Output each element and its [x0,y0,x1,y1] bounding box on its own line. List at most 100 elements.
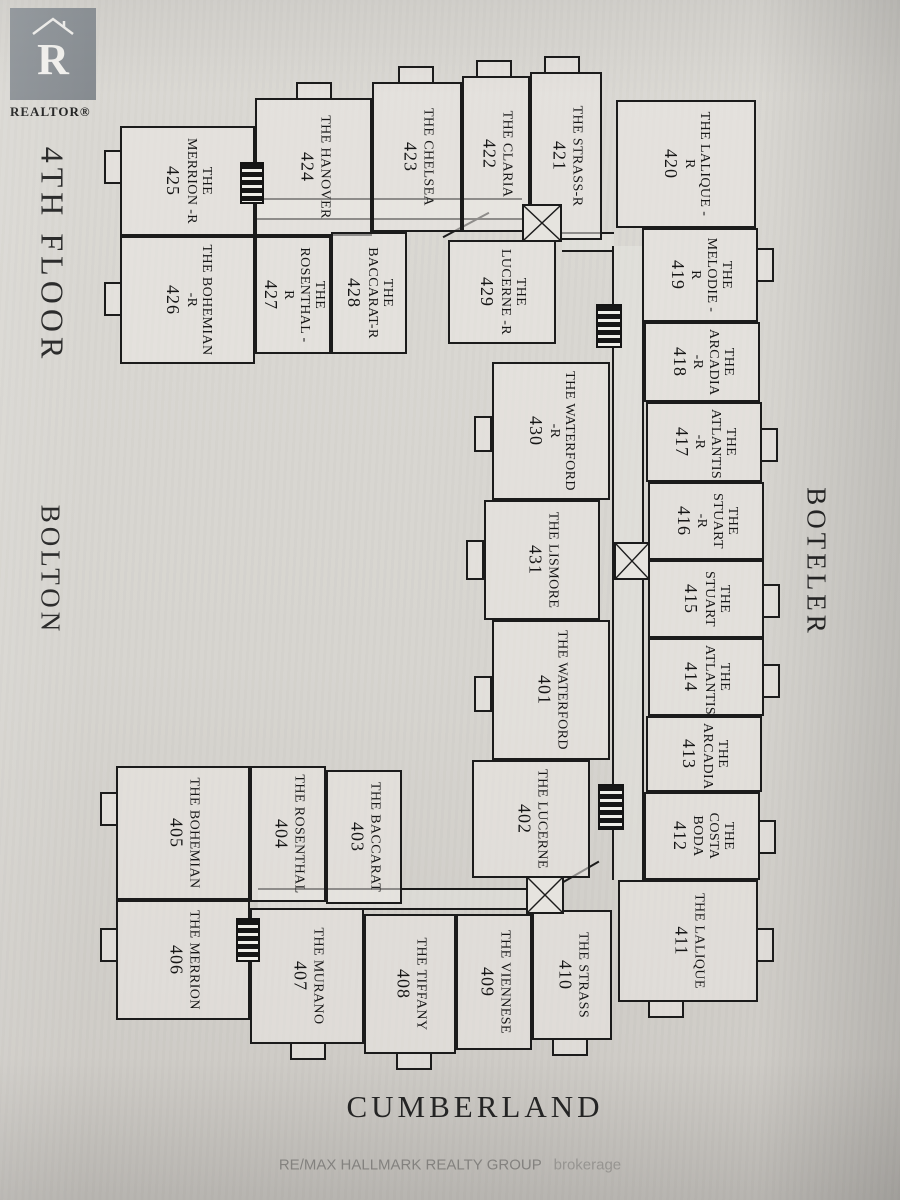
room-label: THE ARCADIA -R 418 [668,329,736,396]
room-404: THE ROSENTHAL 404 [250,766,326,902]
room-number: 420 [661,149,682,179]
room-name: THE HANOVER [316,115,332,219]
room-418: THE ARCADIA -R 418 [644,322,760,402]
room-410: THE STRASS 410 [532,910,612,1040]
room-name: THE LALIQUE -R [681,111,713,217]
room-430: THE WATERFORD -R 430 [492,362,610,500]
room-name: THE ROSENTHAL -R [281,247,327,343]
room-name: THE ARCADIA -R [690,329,736,396]
room-label: THE CLARIA 422 [478,83,515,225]
room-name: THE CHELSEA [420,107,436,207]
room-label: THE LISMORE 431 [524,507,561,613]
room-label: THE ARCADIA 413 [678,723,731,790]
room-425: THE MERRION -R 425 [120,126,255,236]
room-415: THE STUART 415 [648,560,764,638]
room-411: THE LALIQUE 411 [618,880,758,1002]
room-label: THE ATLANTIS -R 417 [670,409,738,479]
room-408: THE TIFFANY 408 [364,914,456,1054]
room-413: THE ARCADIA 413 [646,716,762,792]
room-405: THE BOHEMIAN 405 [116,766,250,900]
room-name: THE MERRION -R [183,137,214,225]
room-label: THE LALIQUE -R 420 [660,107,712,221]
room-416: THE STUART -R 416 [648,482,764,560]
elevator-icon [240,162,264,204]
room-417: THE ATLANTIS -R 417 [646,402,762,482]
room-number: 425 [162,166,183,196]
room-number: 404 [271,819,292,849]
room-number: 427 [260,280,281,310]
room-number: 407 [290,961,311,991]
room-406: THE MERRION 406 [116,900,250,1020]
room-name: THE STUART [701,570,733,627]
room-name: THE ATLANTIS [701,645,733,716]
room-number: 417 [671,427,692,457]
stairwell-icon [526,876,564,914]
balcony-tick [758,820,776,854]
room-number: 409 [477,967,498,997]
room-409: THE VIENNESE 409 [456,914,532,1050]
room-422: THE CLARIA 422 [462,76,530,232]
bay-window-tick [474,416,492,452]
room-label: THE MERRION 406 [165,907,202,1013]
room-label: THE ROSENTHAL 404 [270,773,306,895]
watermark-suffix: brokerage [553,1156,622,1174]
room-number: 413 [679,739,700,769]
room-label: THE MERRION -R 425 [161,133,214,229]
room-name: THE LISMORE [545,511,561,609]
room-name: THE WATERFORD [554,630,570,750]
stairwell-icon [522,204,562,242]
room-label: THE STUART -R 416 [672,489,740,553]
balcony-tick [290,1042,326,1060]
room-name: THE STRASS-R [569,105,585,207]
room-424: THE HANOVER 424 [255,98,372,236]
balcony-tick [762,584,780,618]
room-label: THE LALIQUE 411 [670,887,706,995]
bay-window-tick [466,540,484,580]
room-label: THE ATLANTIS 414 [680,645,733,716]
room-414: THE ATLANTIS 414 [648,638,764,716]
room-name: THE STUART -R [694,492,740,549]
room-431: THE LISMORE 431 [484,500,600,620]
room-403: THE BACCARAT 403 [326,770,402,904]
room-label: THE CHELSEA 423 [399,89,436,225]
room-label: THE LUCERNE 402 [513,767,549,871]
elevator-icon [598,784,624,830]
room-label: THE BOHEMIAN 405 [165,773,202,893]
room-423: THE CHELSEA 423 [372,82,462,232]
room-name: THE CLARIA [499,110,515,198]
street-label-cumberland: CUMBERLAND [346,1089,604,1124]
room-412: THE COSTA BODA 412 [644,792,760,880]
elevator-icon [236,918,260,962]
stairwell-icon [614,542,650,580]
room-name: THE COSTA BODA [690,812,736,860]
room-407: THE MURANO 407 [250,908,364,1044]
balcony-tick [552,1038,588,1056]
room-number: 405 [166,818,187,848]
room-number: 418 [669,347,690,377]
room-number: 428 [344,278,365,308]
room-label: THE BACCARAT-R 428 [343,239,395,347]
room-name: THE BACCARAT [367,781,383,893]
balcony-tick [760,428,778,462]
room-name: THE WATERFORD -R [546,371,578,491]
room-label: THE STUART 415 [680,567,732,631]
room-name: THE ARCADIA [699,723,731,790]
room-number: 412 [669,821,690,851]
room-name: THE BOHEMIAN [186,777,202,889]
room-label: THE ROSENTHAL -R 427 [259,243,327,347]
room-number: 419 [667,260,688,290]
room-label: THE VIENNESE 409 [476,921,513,1043]
room-name: THE MERRION [186,910,202,1010]
room-name: THE VIENNESE [497,930,513,1034]
room-label: THE STRASS 410 [554,917,590,1033]
elevator-icon [596,304,622,348]
room-label: THE MELODIE -R 419 [666,235,734,315]
room-number: 415 [681,584,702,614]
balcony-tick [756,248,774,282]
room-label: THE LUCERNE -R 429 [476,247,528,337]
house-icon [32,17,74,35]
room-402: THE LUCERNE 402 [472,760,590,878]
room-number: 410 [555,960,576,990]
